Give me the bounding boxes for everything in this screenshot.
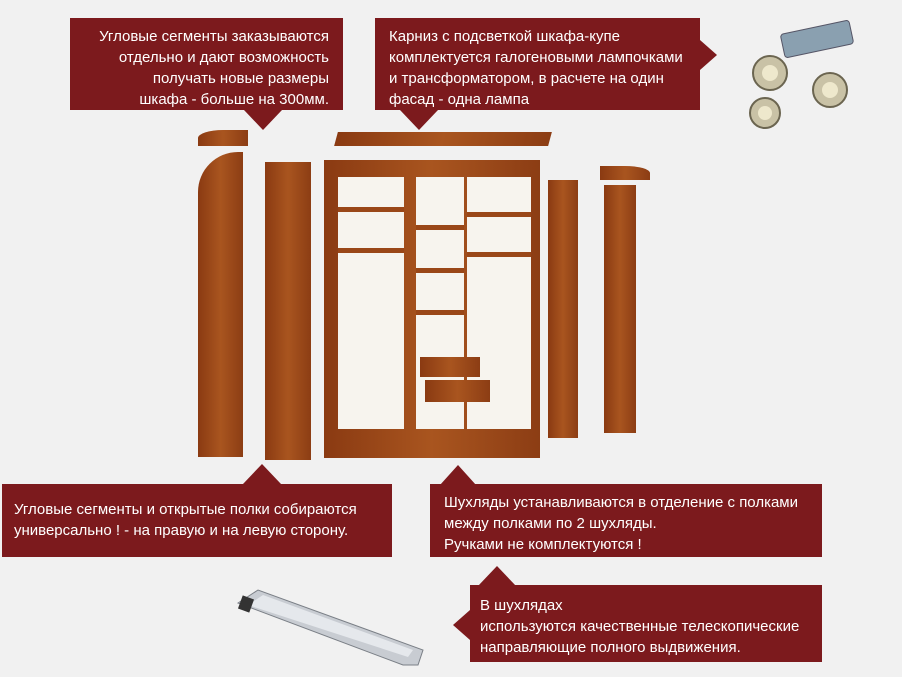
callout-line: комплектуется галогеновыми лампочками [389, 49, 683, 66]
callout-pointer [453, 610, 470, 640]
callout-slides: В шухлядах используются качественные тел… [470, 585, 822, 662]
callout-line: используются качественные телескопически… [480, 618, 800, 635]
callout-line: Угловые сегменты и открытые полки собира… [14, 501, 357, 518]
callout-line: Шухляды устанавливаются в отделение с по… [444, 494, 799, 511]
callout-pointer [440, 465, 476, 485]
shelf [416, 225, 464, 230]
cornice [334, 132, 552, 146]
shelf [338, 207, 404, 212]
shelf [467, 252, 531, 257]
shelf [338, 248, 404, 253]
callout-line: В шухлядах [480, 597, 563, 614]
callout-line: Ручками не комплектуются ! [444, 536, 642, 553]
callout-line: Карниз с подсветкой шкафа-купе [389, 28, 620, 45]
shelf [416, 268, 464, 273]
corner-top [198, 130, 248, 146]
callout-line: Угловые сегменты заказываются [99, 28, 329, 45]
callout-corner-segments: Угловые сегменты заказываются отдельно и… [70, 18, 343, 110]
open-shelves-right [548, 180, 578, 438]
callout-line: отдельно и дают возможность [118, 49, 329, 66]
corner-segment-left [198, 152, 243, 457]
callout-pointer [700, 40, 717, 70]
open-shelves-left [265, 162, 311, 460]
callout-line: направляющие полного выдвижения. [480, 639, 741, 656]
callout-line: универсально ! - на правую и на левую ст… [14, 522, 349, 539]
callout-pointer [244, 110, 282, 130]
callout-line: получать новые размеры [152, 70, 329, 87]
callout-line: и трансформатором, в расчете на один [389, 70, 664, 87]
callout-drawers: Шухляды устанавливаются в отделение с по… [430, 484, 822, 557]
callout-line: шкафа - больше на 300мм. [139, 91, 329, 108]
callout-universal: Угловые сегменты и открытые полки собира… [2, 484, 392, 557]
shelf [467, 212, 531, 217]
callout-cornice: Карниз с подсветкой шкафа-купе комплекту… [375, 18, 700, 110]
telescopic-slide-image [236, 589, 424, 666]
shelf [416, 310, 464, 315]
callout-line: фасад - одна лампа [389, 91, 530, 108]
drawer [420, 357, 480, 377]
callout-line: между полками по 2 шухляды. [444, 515, 657, 532]
corner-segment-right [604, 185, 636, 433]
corner-top-right [600, 166, 650, 180]
halogen-lamps-image [749, 20, 854, 129]
drawer [425, 380, 490, 402]
compartment-left [338, 177, 404, 429]
callout-pointer [400, 110, 438, 130]
callout-pointer [243, 464, 281, 484]
callout-pointer [478, 566, 516, 586]
